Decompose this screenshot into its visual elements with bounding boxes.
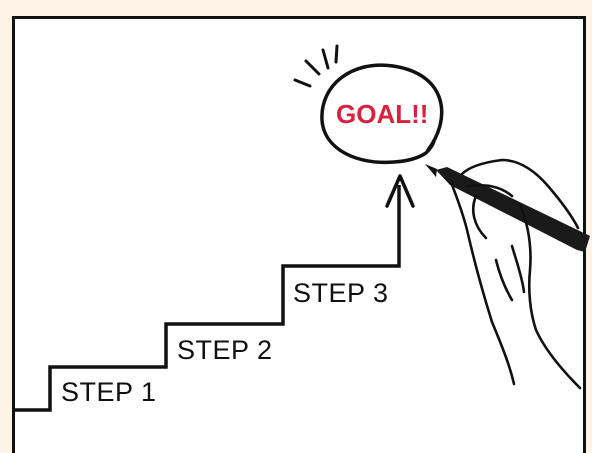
step-2-label: STEP 2 — [177, 337, 273, 364]
goal-label: GOAL!! — [336, 101, 428, 127]
emphasis-marks-icon — [295, 46, 337, 86]
step-1-label: STEP 1 — [61, 379, 157, 406]
step-3-label: STEP 3 — [293, 280, 389, 307]
